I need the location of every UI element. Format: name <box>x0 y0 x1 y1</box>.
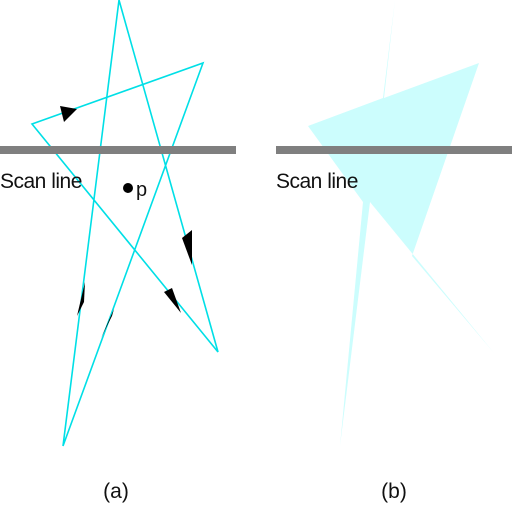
caption-a: (a) <box>103 480 129 503</box>
panel-a: p Scan line (a) <box>0 0 236 503</box>
point-p <box>123 183 133 193</box>
point-p-label: p <box>136 179 147 201</box>
caption-b: (b) <box>381 480 407 503</box>
scan-line-a <box>0 146 236 154</box>
panel-b: Scan line (b) <box>276 0 512 503</box>
edge-direction-arrow <box>60 106 77 122</box>
edge-direction-arrow <box>77 282 85 316</box>
edge-direction-arrow <box>101 309 114 338</box>
filled-star-region <box>308 0 494 446</box>
scan-line-label-a: Scan line <box>0 170 82 193</box>
edge-direction-arrow <box>164 288 181 313</box>
scan-line-b <box>276 146 512 154</box>
scan-line-label-b: Scan line <box>276 170 358 193</box>
star-polygon-outline <box>30 0 219 447</box>
edge-direction-arrow <box>182 230 192 265</box>
